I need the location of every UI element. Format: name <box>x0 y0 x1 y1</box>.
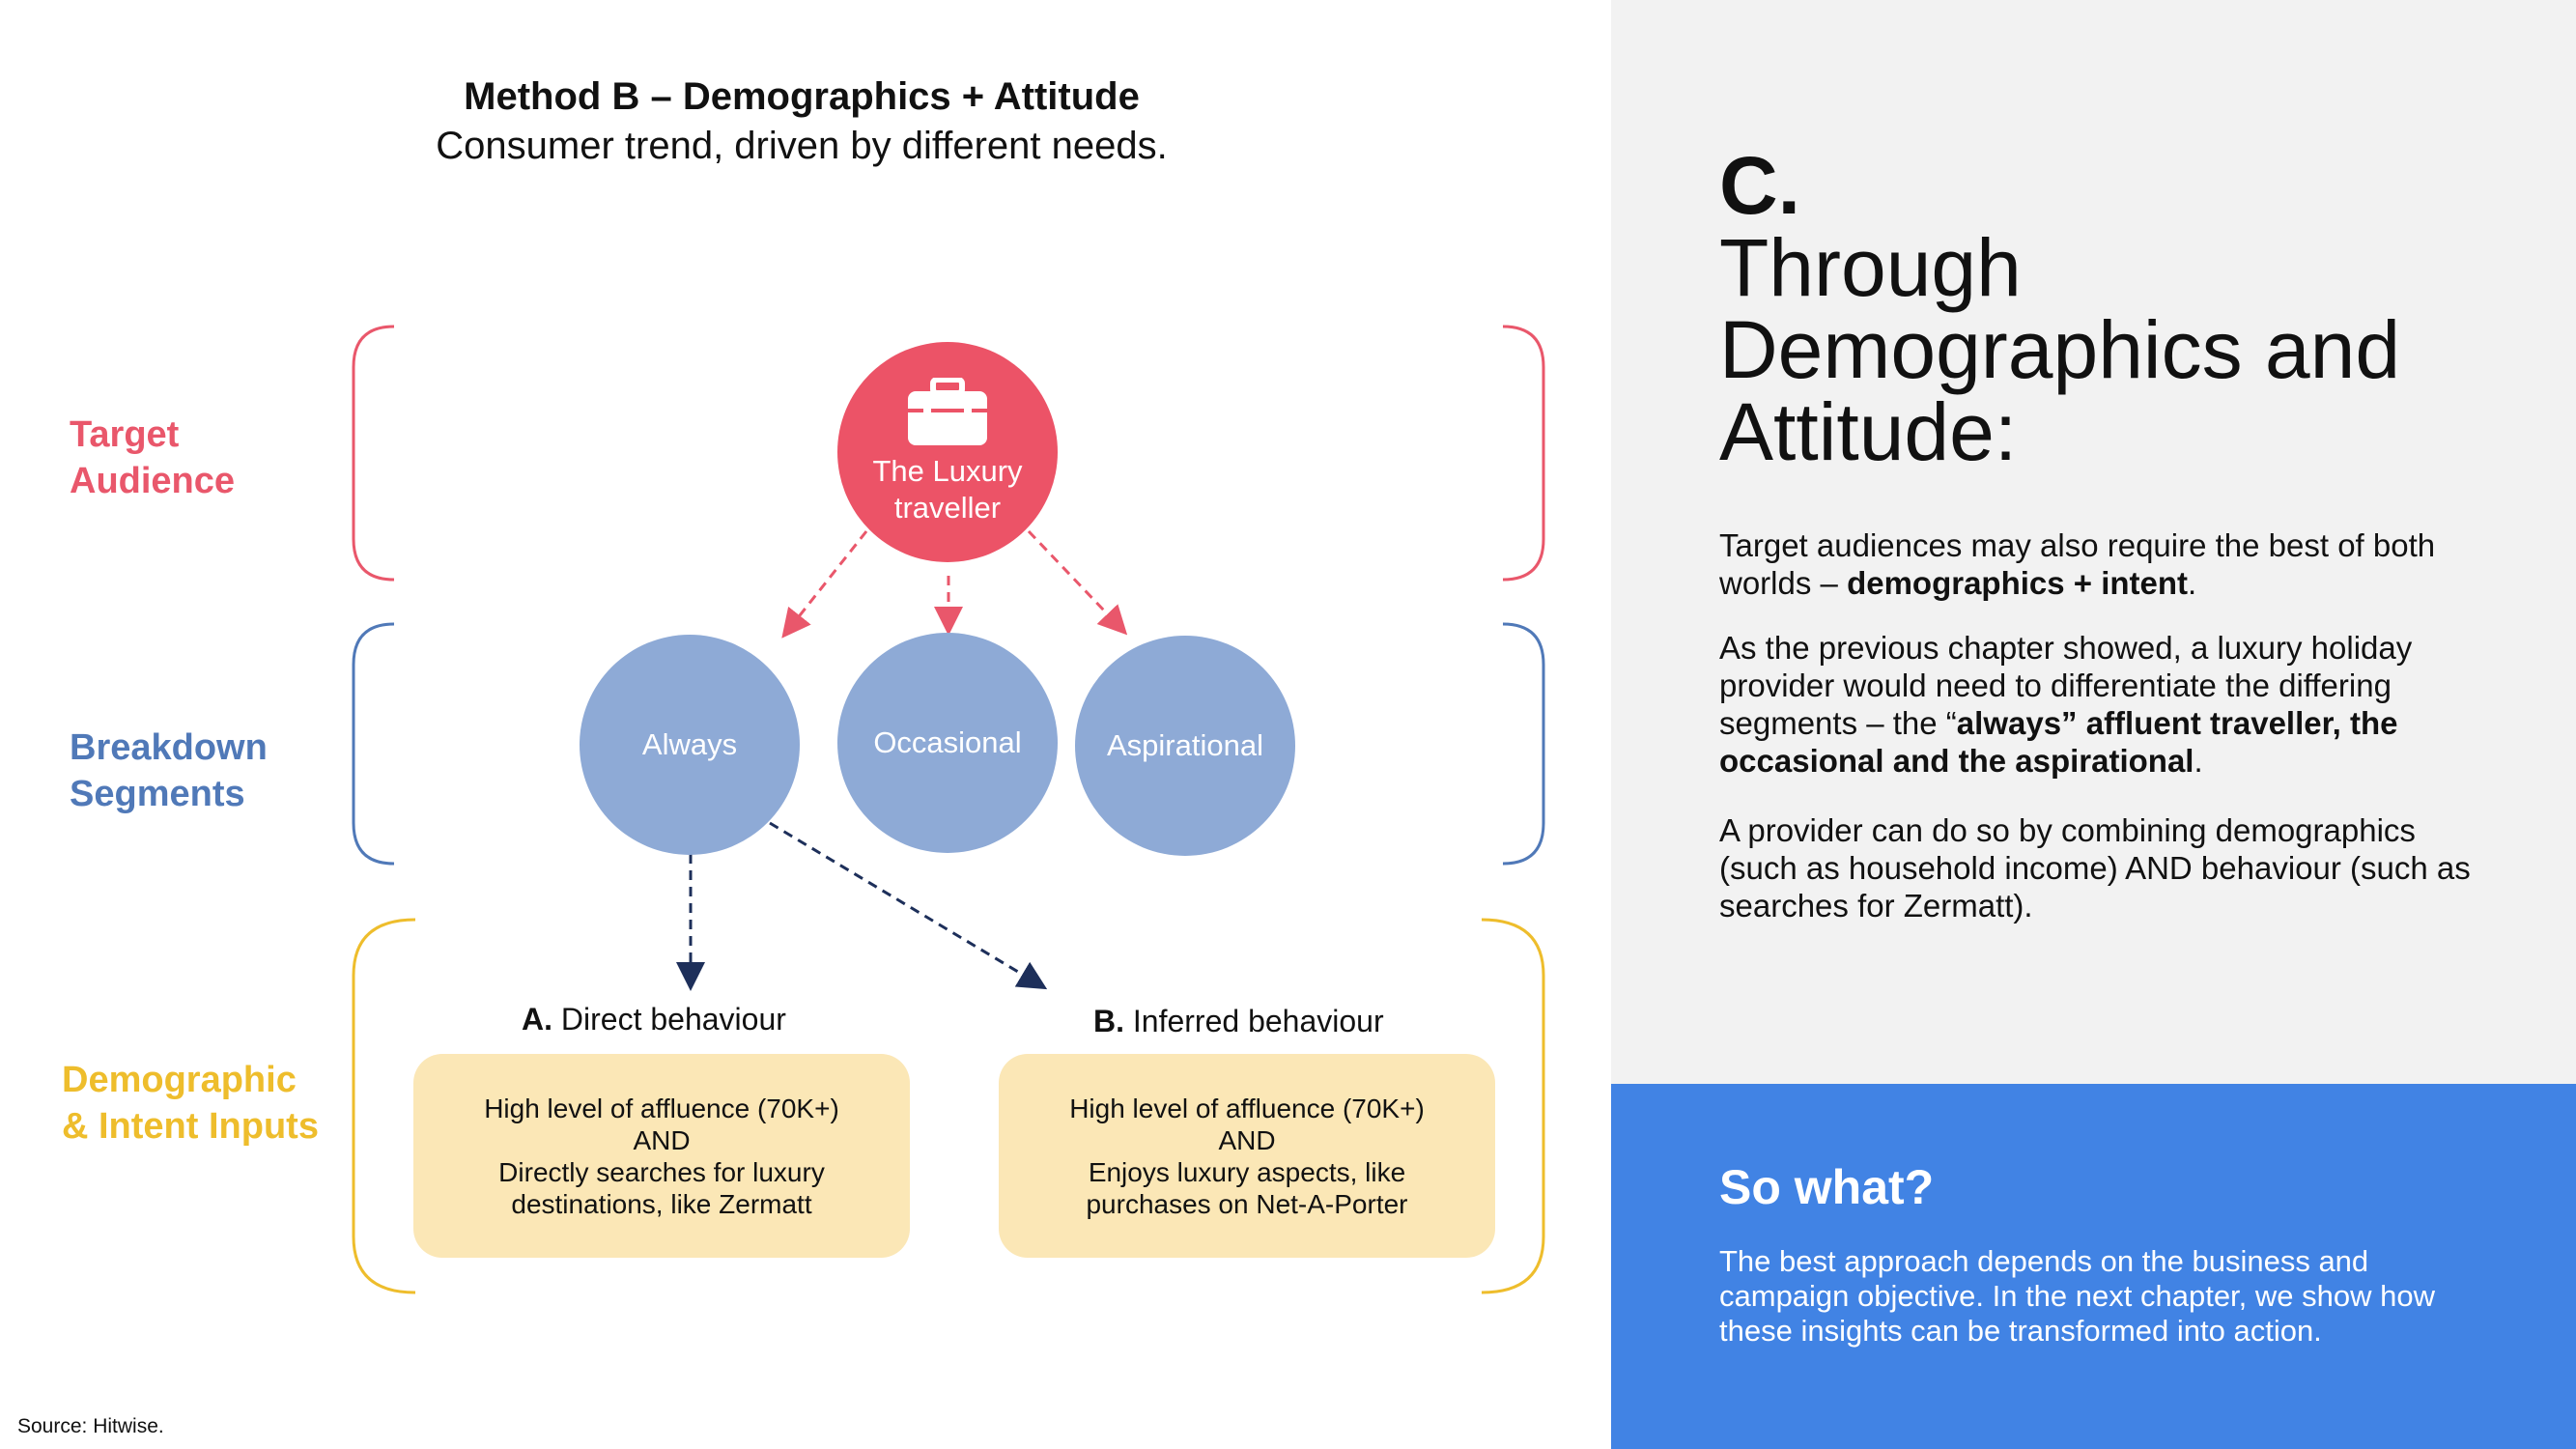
demo-label-line1: Demographic <box>62 1060 297 1100</box>
inferred-box-line4: purchases on Net-A-Porter <box>1086 1188 1408 1219</box>
target-left-bracket <box>352 325 395 582</box>
breakdown-right-bracket <box>1502 622 1545 866</box>
section-heading-line2: Demographics and <box>1719 304 2401 395</box>
inferred-behaviour-letter: B. <box>1093 1004 1124 1038</box>
so-what-title: So what? <box>1719 1160 1935 1214</box>
luxury-label-line2: traveller <box>893 491 1002 525</box>
breakdown-label-line1: Breakdown <box>70 727 268 768</box>
direct-behaviour-letter: A. <box>522 1002 552 1037</box>
segment-aspirational-label: Aspirational <box>1107 728 1263 762</box>
target-label-line2: Audience <box>70 461 236 501</box>
p2-bold: always” affluent traveller, the occasion… <box>1719 705 2398 779</box>
breakdown-label-line2: Segments <box>70 774 245 814</box>
breakdown-segments-label: Breakdown Segments <box>70 724 268 817</box>
demographic-inputs-label: Demographic & Intent Inputs <box>62 1057 319 1150</box>
target-audience-label: Target Audience <box>70 412 235 504</box>
segment-occasional-label: Occasional <box>873 725 1022 759</box>
inferred-behaviour-box: High level of affluence (70K+) AND Enjoy… <box>999 1054 1495 1258</box>
segment-always-node: Always <box>580 635 800 855</box>
breakdown-left-bracket <box>352 622 395 866</box>
section-heading: C. Through Demographics and Attitude: <box>1719 145 2531 473</box>
segment-occasional-node: Occasional <box>837 633 1058 853</box>
section-letter: C. <box>1719 140 1800 231</box>
segment-always-label: Always <box>641 727 738 761</box>
section-heading-line3: Attitude: <box>1719 386 2018 477</box>
paragraph-target-audiences: Target audiences may also require the be… <box>1719 526 2473 602</box>
inferred-behaviour-text: Inferred behaviour <box>1132 1004 1384 1038</box>
demo-label-line2: & Intent Inputs <box>62 1106 319 1147</box>
p1-end: . <box>2188 565 2197 601</box>
direct-box-line1: High level of affluence (70K+) <box>484 1093 839 1123</box>
inferred-box-line3: Enjoys luxury aspects, like <box>1088 1156 1406 1187</box>
direct-behaviour-text: Direct behaviour <box>560 1002 786 1037</box>
demo-left-bracket <box>352 918 416 1294</box>
direct-behaviour-label: A. Direct behaviour <box>522 1000 786 1038</box>
arrow-to-aspirational <box>1027 529 1128 636</box>
direct-box-line3: Directly searches for luxury <box>498 1156 825 1187</box>
arrow-to-always <box>781 530 868 639</box>
section-heading-line1: Through <box>1719 222 2022 313</box>
inferred-box-line2: AND <box>1218 1124 1276 1155</box>
paragraph-previous-chapter: As the previous chapter showed, a luxury… <box>1719 629 2473 780</box>
p1-bold: demographics + intent <box>1847 565 2189 601</box>
luxury-label-line1: The Luxury <box>872 454 1023 488</box>
slide-subtitle: Consumer trend, driven by different need… <box>436 125 1168 167</box>
direct-box-line4: destinations, like Zermatt <box>511 1188 812 1219</box>
inferred-behaviour-label: B. Inferred behaviour <box>1093 1002 1384 1040</box>
p2-end: . <box>2194 743 2203 779</box>
slide-header: Method B – Demographics + Attitude Consu… <box>319 71 1285 170</box>
arrow-to-inferred <box>769 821 1048 990</box>
slide-title: Method B – Demographics + Attitude <box>464 75 1140 118</box>
luxury-traveller-node: The Luxury traveller <box>837 342 1058 562</box>
direct-box-line2: AND <box>633 1124 691 1155</box>
demo-right-bracket <box>1481 918 1545 1294</box>
diagram-connectors <box>352 325 1545 1294</box>
p1-text: Target audiences may also require the be… <box>1719 527 2436 601</box>
source-note: Source: Hitwise. <box>17 1415 164 1437</box>
segment-aspirational-node: Aspirational <box>1075 636 1295 856</box>
info-panel <box>1611 0 2576 1084</box>
so-what-panel <box>1611 1084 2576 1449</box>
direct-behaviour-box: High level of affluence (70K+) AND Direc… <box>413 1054 910 1258</box>
p2-text: As the previous chapter showed, a luxury… <box>1719 630 2413 741</box>
target-right-bracket <box>1502 325 1545 582</box>
paragraph-provider: A provider can do so by combining demogr… <box>1719 812 2471 923</box>
inferred-box-line1: High level of affluence (70K+) <box>1069 1093 1425 1123</box>
briefcase-icon <box>908 378 987 445</box>
target-label-line1: Target <box>70 414 180 455</box>
so-what-body: The best approach depends on the busines… <box>1719 1244 2435 1348</box>
